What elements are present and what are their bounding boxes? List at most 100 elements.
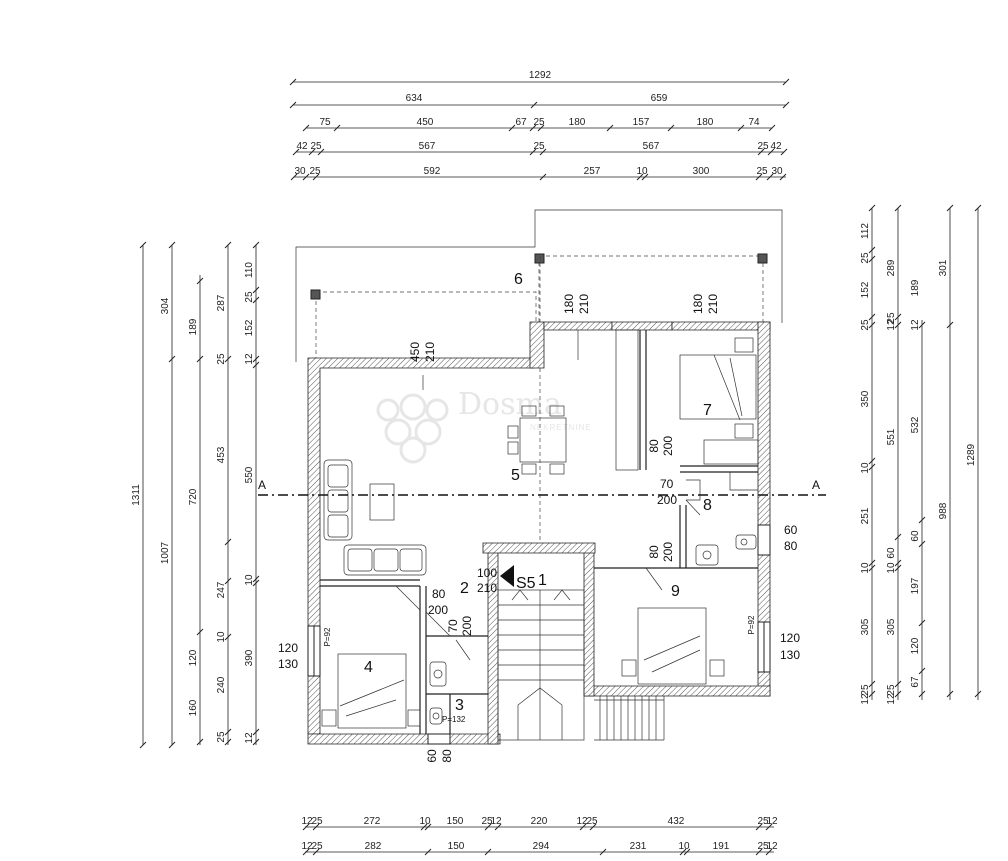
dim: 305 [860,618,871,635]
dim: 42 [296,141,308,152]
interior-walls [320,329,758,734]
dim: 453 [216,446,227,463]
flower-icon [376,393,449,464]
dim: 25 [310,141,322,152]
dim: 120 [910,637,921,654]
dim: 551 [886,428,897,445]
opening-height: 210 [423,342,437,362]
dim: 25 [216,353,227,365]
room-8-label: 8 [703,497,712,514]
column [534,253,545,264]
dim: 231 [630,841,647,852]
dim: 300 [693,166,710,177]
dim: 220 [531,816,548,827]
coffee-table-icon [369,483,395,521]
watermark: Dosma NEKRETNINE [376,387,592,464]
dim: 25 [860,319,871,331]
dim: 12 [886,693,897,705]
opening-width: 180 [562,294,576,314]
dim: 10 [636,166,648,177]
opening-height: 130 [780,648,800,662]
opening-width: 80 [432,587,446,601]
dim: 25 [533,141,545,152]
section-line: A A [258,478,826,496]
dim: 152 [860,281,871,298]
dimension-left: 1311 304 1007 287 189 720 453 247 120 24… [131,241,260,749]
watermark-title: Dosma [458,387,562,422]
dim: 30 [294,166,306,177]
dim: 180 [697,117,714,128]
dining-table-icon [507,405,567,475]
column [310,289,321,300]
opening-width: 180 [691,294,705,314]
watermark-subtitle: NEKRETNINE [530,423,592,432]
dim: 197 [910,577,921,594]
furniture [321,337,759,729]
opening-width: 70 [446,619,460,633]
dim-top-total: 1292 [529,70,552,81]
column [757,253,768,264]
dim: 287 [216,294,227,311]
dim: 25 [533,117,545,128]
top-ticks [289,78,790,181]
dim: 10 [419,816,431,827]
dim: 150 [448,841,465,852]
dim: 12 [910,319,921,331]
dim: 12 [490,816,502,827]
opening-height: 200 [428,603,448,617]
dim: 12 [244,732,255,744]
dimension-right: 112 25 152 25 12 350 10 251 10 305 25 12… [860,204,982,705]
dim: 60 [886,547,897,559]
opening-height: 210 [577,294,591,314]
sofa-icon [323,459,427,576]
room-4-label: 4 [364,659,373,676]
room-labels: 1 2 3 4 5 6 7 8 9 [364,271,712,714]
opening-width: 60 [784,523,798,537]
dim: 240 [216,676,227,693]
opening-height: 210 [706,294,720,314]
bed-icon [321,653,421,729]
dim: 152 [244,319,255,336]
dim: 12 [766,841,778,852]
dim: 157 [633,117,650,128]
dim: 390 [244,649,255,666]
room-3-label: 3 [455,697,464,714]
room-1-label: 1 [538,572,547,589]
bed-icon [621,607,725,685]
dim: 450 [417,117,434,128]
dim: 720 [188,488,199,505]
opening-labels: 450 210 180 210 180 210 80 200 70 200 60… [278,294,800,763]
dim: 25 [311,841,323,852]
dim: 67 [515,117,527,128]
dim: 25 [757,841,769,852]
opening-height: 80 [440,749,454,763]
dim: 10 [860,562,871,574]
dim: 191 [713,841,730,852]
dim: 25 [886,684,897,696]
room-5-label: 5 [511,467,520,484]
dim-top-left: 634 [406,93,423,104]
opening-height: 200 [661,436,675,456]
opening-width: 60 [425,749,439,763]
wardrobe-icon [703,439,759,465]
dim: 180 [569,117,586,128]
dim: 257 [584,166,601,177]
staircase [497,589,665,741]
dim: 12 [301,841,313,852]
dim: 301 [938,259,949,276]
dim: 567 [419,141,436,152]
dim: 251 [860,507,871,524]
dim: 12 [860,693,871,705]
opening-width: 80 [647,545,661,559]
opening-height: 200 [657,493,677,507]
parapet-right: P=92 [747,615,756,634]
dim: 350 [860,390,871,407]
room-2-label: 2 [460,580,469,597]
opening-height: 200 [460,616,474,636]
room-6-label: 6 [514,271,523,288]
dim: 25 [309,166,321,177]
dim: 272 [364,816,381,827]
dim: 30 [771,166,783,177]
opening-width: 100 [477,566,497,580]
dim: 189 [910,279,921,296]
